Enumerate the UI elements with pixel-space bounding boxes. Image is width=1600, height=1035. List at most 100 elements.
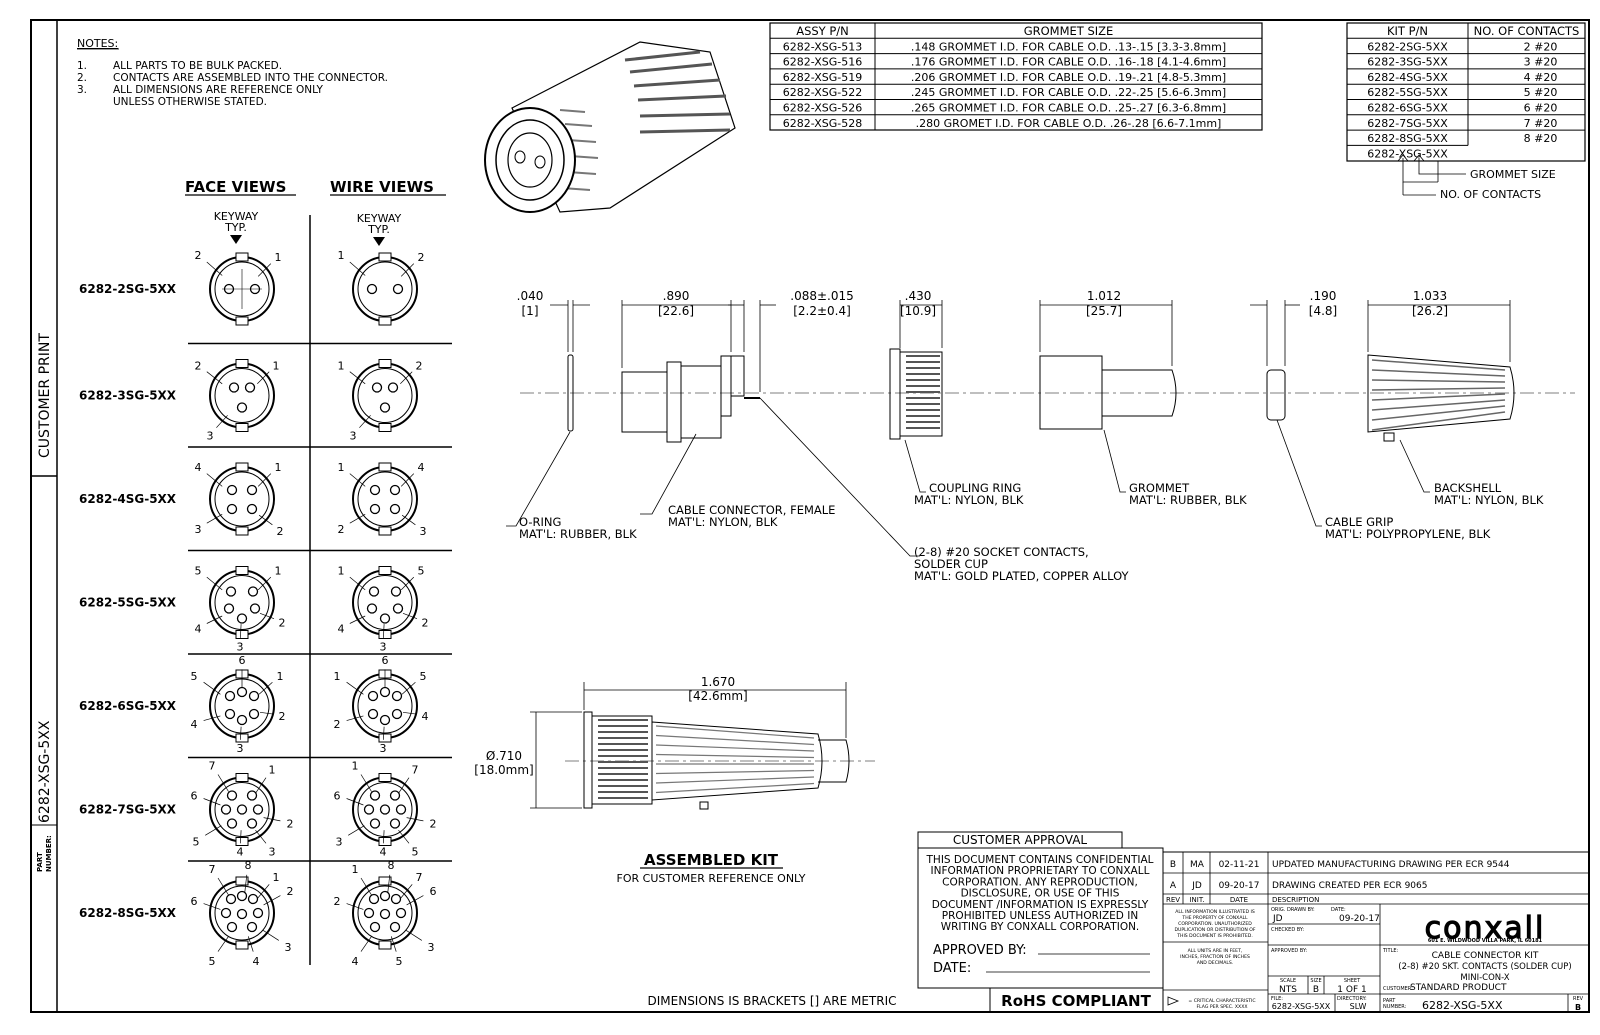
wire-pin-label: 3 — [428, 941, 435, 954]
kit-pn-cell: 6282-5SG-5XX — [1367, 86, 1448, 99]
grommet-header: GROMMET SIZE — [1024, 24, 1114, 38]
svg-text:CABLE GRIP: CABLE GRIP — [1325, 515, 1393, 529]
confidential-line: INFORMATION PROPRIETARY TO CONXALL — [931, 865, 1150, 877]
svg-text:[10.9]: [10.9] — [900, 304, 936, 318]
kit-header: KIT P/N — [1387, 24, 1428, 38]
face-pin-label: 5 — [191, 670, 198, 683]
face-pin-label: 5 — [193, 836, 200, 849]
face-pin-label: 4 — [253, 955, 260, 968]
svg-text:CABLE CONNECTOR KIT: CABLE CONNECTOR KIT — [1432, 951, 1539, 961]
svg-text:[4.8]: [4.8] — [1309, 304, 1337, 318]
svg-text:02-11-21: 02-11-21 — [1219, 860, 1260, 870]
wire-pin-label: 1 — [338, 461, 345, 474]
kit-pn-cell: 6282-8SG-5XX — [1367, 132, 1448, 145]
svg-text:[26.2]: [26.2] — [1412, 304, 1448, 318]
confidential-line: CORPORATION. ANY REPRODUCTION, — [942, 876, 1138, 888]
confidential-line: DOCUMENT /INFORMATION IS EXPRESSLY — [932, 899, 1149, 911]
face-pin-label: 3 — [285, 941, 292, 954]
svg-text:1.033: 1.033 — [1413, 289, 1447, 303]
customer-approval-block: CUSTOMER APPROVAL THIS DOCUMENT CONTAINS… — [917, 831, 1164, 1013]
confidential-line: WRITING BY CONXALL CORPORATION. — [941, 921, 1140, 933]
svg-text:REV: REV — [1166, 896, 1180, 904]
confidential-line: THIS DOCUMENT CONTAINS CONFIDENTIAL — [926, 854, 1154, 866]
face-pin-label: 2 — [279, 617, 286, 630]
svg-text:TYP.: TYP. — [367, 223, 390, 236]
svg-text:601 E. WILDWOOD VILLA PARK, IL: 601 E. WILDWOOD VILLA PARK, IL 60181 — [1428, 938, 1543, 944]
svg-text:APPROVED BY:: APPROVED BY: — [1271, 948, 1307, 954]
wire-pin-label: 5 — [418, 565, 425, 578]
svg-text:DESCRIPTION: DESCRIPTION — [1272, 896, 1319, 904]
wire-pin-label: 3 — [420, 525, 427, 538]
connector-isometric-illustration — [484, 41, 736, 213]
face-pin-label: 1 — [273, 871, 280, 884]
wire-pin-label: 2 — [334, 718, 341, 731]
svg-text:09-20-17: 09-20-17 — [1219, 881, 1260, 891]
svg-text:FLAG PER SPEC. XXXX: FLAG PER SPEC. XXXX — [1196, 1004, 1247, 1010]
svg-text:2.: 2. — [77, 72, 87, 84]
wire-views-title: WIRE VIEWS — [330, 178, 434, 196]
face-pin-label: 5 — [195, 565, 202, 578]
wire-pin-label: 1 — [338, 249, 345, 262]
grommet-size-cell: .206 GROMMET I.D. FOR CABLE O.D. .19-.21… — [911, 71, 1226, 84]
svg-text:MAT'L: POLYPROPYLENE, BLK: MAT'L: POLYPROPYLENE, BLK — [1325, 527, 1491, 541]
svg-text:B: B — [1575, 1003, 1581, 1012]
face-pin-label: 2 — [195, 360, 202, 373]
svg-text:ORIG. DRAWN BY:: ORIG. DRAWN BY: — [1271, 907, 1315, 913]
title-block-part-number: 6282-XSG-5XX — [1422, 999, 1503, 1012]
svg-text:[1]: [1] — [522, 304, 539, 318]
svg-text:MAT'L: RUBBER, BLK: MAT'L: RUBBER, BLK — [1129, 493, 1247, 507]
wire-pin-label: 3 — [380, 641, 387, 654]
face-views-title: FACE VIEWS — [185, 178, 286, 196]
svg-text:MAT'L: NYLON, BLK: MAT'L: NYLON, BLK — [1434, 493, 1544, 507]
svg-text:CUSTOMER APPROVAL: CUSTOMER APPROVAL — [953, 833, 1088, 847]
wire-pin-label: 3 — [350, 430, 357, 443]
sidebar-part-number: 6282-XSG-5XX — [37, 720, 53, 823]
wire-pin-label: 1 — [352, 863, 359, 876]
svg-text:DRAWING CREATED PER ECR 9065: DRAWING CREATED PER ECR 9065 — [1272, 881, 1427, 891]
grommet-size-cell: .245 GROMMET I.D. FOR CABLE O.D. .22-.25… — [911, 86, 1226, 99]
face-pin-label: 1 — [277, 670, 284, 683]
svg-text:UPDATED MANUFACTURING DRAWING: UPDATED MANUFACTURING DRAWING PER ECR 95… — [1272, 860, 1510, 870]
face-pin-label: 3 — [237, 742, 244, 755]
svg-text:[22.6]: [22.6] — [658, 304, 694, 318]
wire-pin-label: 2 — [416, 360, 423, 373]
face-pin-label: 3 — [237, 641, 244, 654]
svg-text:MA: MA — [1190, 860, 1205, 870]
wire-pin-label: 1 — [338, 565, 345, 578]
face-pin-label: 6 — [191, 895, 198, 908]
svg-text:1.670: 1.670 — [701, 675, 735, 689]
kit-pn-cell: 6282-4SG-5XX — [1367, 71, 1448, 84]
grommet-part — [1039, 355, 1177, 430]
svg-text:.088±.015: .088±.015 — [790, 289, 854, 303]
svg-text:THE PROPERTY OF CONXALL: THE PROPERTY OF CONXALL — [1181, 915, 1248, 921]
svg-text:DATE:: DATE: — [1331, 907, 1346, 913]
svg-text:SHEET: SHEET — [1344, 978, 1361, 984]
kit-pn-cell: 6282-7SG-5XX — [1367, 117, 1448, 130]
wire-pin-label: 4 — [422, 710, 429, 723]
svg-text:SCALE: SCALE — [1280, 978, 1296, 984]
face-pin-label: 4 — [195, 623, 202, 636]
svg-text:KEYWAY: KEYWAY — [357, 212, 402, 225]
svg-text:.430: .430 — [905, 289, 932, 303]
svg-text:1.: 1. — [77, 60, 87, 72]
svg-text:TYP.: TYP. — [224, 221, 247, 234]
wire-pin-label: 2 — [422, 617, 429, 630]
grommet-assy-pn: 6282-XSG-513 — [783, 40, 862, 53]
wire-pin-label: 5 — [412, 846, 419, 859]
face-pin-label: 4 — [191, 718, 198, 731]
svg-text:DUPLICATION OR DISTRIBUTION OF: DUPLICATION OR DISTRIBUTION OF — [1174, 927, 1255, 933]
conxall-logo: conxall — [1425, 911, 1546, 946]
face-pin-label: 7 — [209, 863, 216, 876]
face-pin-label: 5 — [209, 955, 216, 968]
svg-text:(2-8) #20 SOCKET CONTACTS,: (2-8) #20 SOCKET CONTACTS, — [914, 545, 1089, 559]
svg-text:THIS DOCUMENT IS PROHIBITED.: THIS DOCUMENT IS PROHIBITED. — [1176, 933, 1253, 939]
svg-text:B: B — [1313, 985, 1319, 995]
svg-text:[42.6mm]: [42.6mm] — [688, 689, 747, 703]
customer-print-label: CUSTOMER PRINT — [37, 333, 53, 458]
svg-text:REV: REV — [1573, 996, 1584, 1002]
grommet-assy-pn: 6282-XSG-526 — [783, 102, 862, 115]
face-pin-label: 2 — [195, 249, 202, 262]
view-row-label: 6282-7SG-5XX — [79, 803, 177, 817]
svg-text:CONTACTS ARE ASSEMBLED INTO TH: CONTACTS ARE ASSEMBLED INTO THE CONNECTO… — [113, 72, 388, 84]
